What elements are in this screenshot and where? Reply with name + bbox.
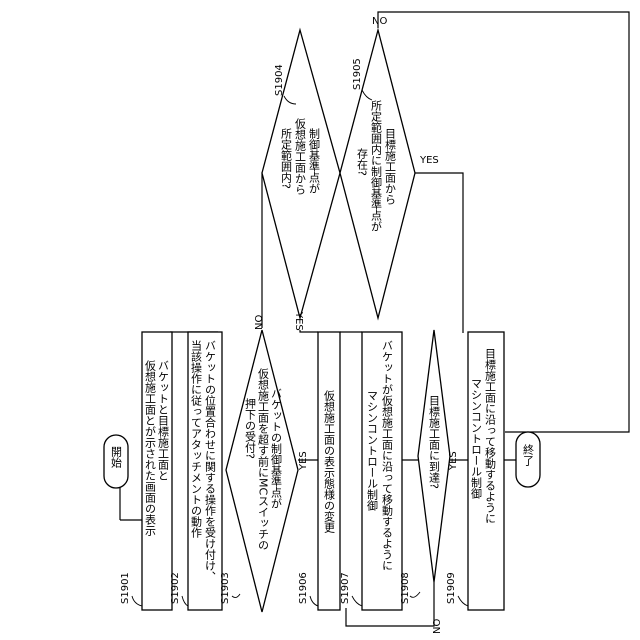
s1907-id: S1907 <box>340 572 351 604</box>
s1901-line-2: 仮想施工面とが示された画面の表示 <box>144 360 157 536</box>
end-terminal: 終了 <box>516 432 540 487</box>
s1909-leader <box>458 596 468 606</box>
end-label: 終了 <box>522 443 535 466</box>
s1906-id: S1906 <box>298 572 309 604</box>
step-s1907: バケットが仮想施工面に沿って移動するように マシンコントロール制御 S1907 <box>340 332 402 610</box>
s1905-line-2: 所定範囲内に制御基準点が <box>370 100 383 232</box>
s1908-no-label: NO <box>432 619 443 634</box>
s1901-leader <box>132 596 142 606</box>
decision-s1903: バケットの制御基準点が 仮想施工面を超す前にMCスイッチの 押下の受付? S19… <box>220 315 309 612</box>
s1909-line-1: 目標施工面に沿って移動するように <box>484 348 497 524</box>
s1909-id: S1909 <box>446 572 457 604</box>
s1906-line-1: 仮想施工面の表示態様の変更 <box>323 390 336 534</box>
s1907-line-1: バケットが仮想施工面に沿って移動するように <box>381 340 394 571</box>
start-label: 開始 <box>110 446 123 469</box>
s1903-no-label: NO <box>254 315 265 330</box>
s1903-line-2: 仮想施工面を超す前にMCスイッチの <box>257 368 270 550</box>
s1902-line-1: バケットの位置合わせに関する操作を受け付け、 <box>204 340 217 582</box>
s1904-line-2: 仮想施工面から <box>294 118 307 195</box>
s1905-line-1: 目標施工面から <box>384 128 397 205</box>
s1904-id: S1904 <box>274 64 285 96</box>
start-terminal: 開始 <box>104 435 128 488</box>
s1902-id: S1902 <box>170 572 181 604</box>
step-s1906: 仮想施工面の表示態様の変更 S1906 <box>298 332 340 610</box>
s1907-line-2: マシンコントロール制御 <box>366 390 379 511</box>
s1905-id: S1905 <box>352 58 363 90</box>
s1903-yes-label: YES <box>298 451 309 471</box>
s1904-line-3: 所定範囲内? <box>280 128 293 189</box>
s1902-line-2: 当該操作に従ってアタッチメントの動作 <box>190 339 203 538</box>
s1901-line-1: バケットと目標施工面と <box>157 360 170 481</box>
s1903-id: S1903 <box>220 572 231 604</box>
s1908-yes-label: YES <box>448 451 459 471</box>
s1906-leader <box>310 596 318 606</box>
s1908-leader <box>410 592 420 597</box>
connector-s1905-yes <box>415 173 463 333</box>
s1905-yes-label: YES <box>419 155 439 166</box>
step-s1909: 目標施工面に沿って移動するように マシンコントロール制御 S1909 <box>446 332 504 610</box>
s1908-line-1: 目標施工面に到達? <box>428 395 441 489</box>
s1908-id: S1908 <box>400 572 411 604</box>
s1904-line-1: 制御基準点が <box>308 128 321 194</box>
decision-s1905: 目標施工面から 所定範囲内に制御基準点が 存在? S1905 NO YES <box>340 16 439 318</box>
s1907-leader <box>352 596 362 606</box>
s1903-line-1: バケットの制御基準点が <box>270 388 283 509</box>
s1901-id: S1901 <box>120 572 131 604</box>
s1909-line-2: マシンコントロール制御 <box>470 378 483 499</box>
step-s1902: バケットの位置合わせに関する操作を受け付け、 当該操作に従ってアタッチメントの動… <box>170 332 222 610</box>
s1904-yes-label: YES <box>293 311 304 331</box>
s1903-leader <box>232 594 240 598</box>
s1905-no-label: NO <box>372 16 387 27</box>
s1905-line-3: 存在? <box>356 147 369 176</box>
s1902-leader <box>182 596 188 606</box>
s1903-line-3: 押下の受付? <box>244 397 257 459</box>
